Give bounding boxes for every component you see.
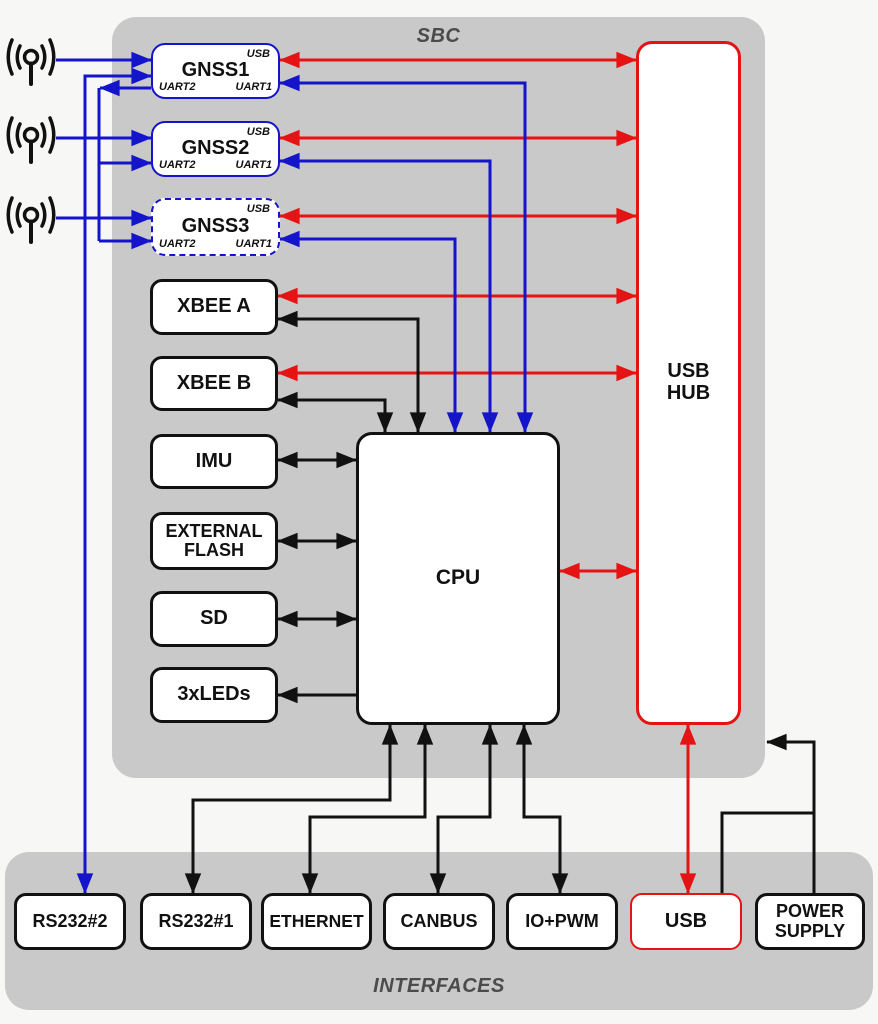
usb-hub-label: USB HUB: [666, 360, 711, 404]
external-flash-block: EXTERNAL FLASH: [150, 512, 278, 570]
antenna-icon: [6, 196, 56, 244]
gnss2-usb-port-label: USB: [246, 126, 270, 138]
power-supply-label: POWER SUPPLY: [774, 901, 846, 941]
ethernet-label: ETHERNET: [269, 911, 364, 932]
xbee-a-block: XBEE A: [150, 279, 278, 335]
gnss3-uart1-port-label: UART1: [235, 238, 272, 250]
interface-power-supply: POWER SUPPLY: [755, 893, 865, 950]
rs232-2-label: RS232#2: [32, 910, 108, 931]
gnss2-uart1-port-label: UART1: [235, 159, 272, 171]
gnss3-uart2-port-label: UART2: [159, 238, 196, 250]
external-flash-label: EXTERNAL FLASH: [165, 520, 263, 560]
imu-label: IMU: [195, 449, 233, 472]
gnss2-uart2-port-label: UART2: [159, 159, 196, 171]
imu-block: IMU: [150, 434, 278, 489]
sd-label: SD: [200, 607, 228, 630]
sbc-region-label: SBC: [416, 25, 461, 47]
rs232-1-label: RS232#1: [158, 910, 234, 931]
gnss1-label: GNSS1: [181, 59, 250, 82]
cpu-block: CPU: [356, 432, 560, 725]
gnss3-block: GNSS3 USB UART2 UART1: [151, 198, 280, 256]
gnss2-label: GNSS2: [181, 137, 250, 160]
interface-io-pwm: IO+PWM: [506, 893, 618, 950]
usb-label: USB: [664, 909, 708, 932]
canbus-label: CANBUS: [400, 910, 478, 931]
cpu-label: CPU: [435, 566, 481, 590]
leds-block: 3xLEDs: [150, 667, 278, 723]
leds-label: 3xLEDs: [177, 683, 251, 706]
antenna-icon: [6, 116, 56, 164]
interface-canbus: CANBUS: [383, 893, 495, 950]
xbee-b-block: XBEE B: [150, 356, 278, 411]
gnss1-usb-port-label: USB: [246, 48, 270, 60]
xbee-a-label: XBEE A: [177, 295, 251, 318]
gnss1-uart2-port-label: UART2: [159, 81, 196, 93]
gnss2-block: GNSS2 USB UART2 UART1: [151, 121, 280, 177]
sd-block: SD: [150, 591, 278, 647]
gnss1-block: GNSS1 USB UART2 UART1: [151, 43, 280, 99]
interface-rs232-1: RS232#1: [140, 893, 252, 950]
usb-hub-block: USB HUB: [636, 41, 741, 725]
interface-rs232-2: RS232#2: [14, 893, 126, 950]
xbee-b-label: XBEE B: [176, 371, 252, 394]
interfaces-region-label: INTERFACES: [373, 975, 505, 997]
gnss3-label: GNSS3: [181, 215, 250, 238]
gnss3-usb-port-label: USB: [246, 203, 270, 215]
gnss1-uart1-port-label: UART1: [235, 81, 272, 93]
antenna-icon: [6, 38, 56, 86]
interface-usb: USB: [630, 893, 742, 950]
interface-ethernet: ETHERNET: [261, 893, 372, 950]
io-pwm-label: IO+PWM: [525, 910, 599, 931]
